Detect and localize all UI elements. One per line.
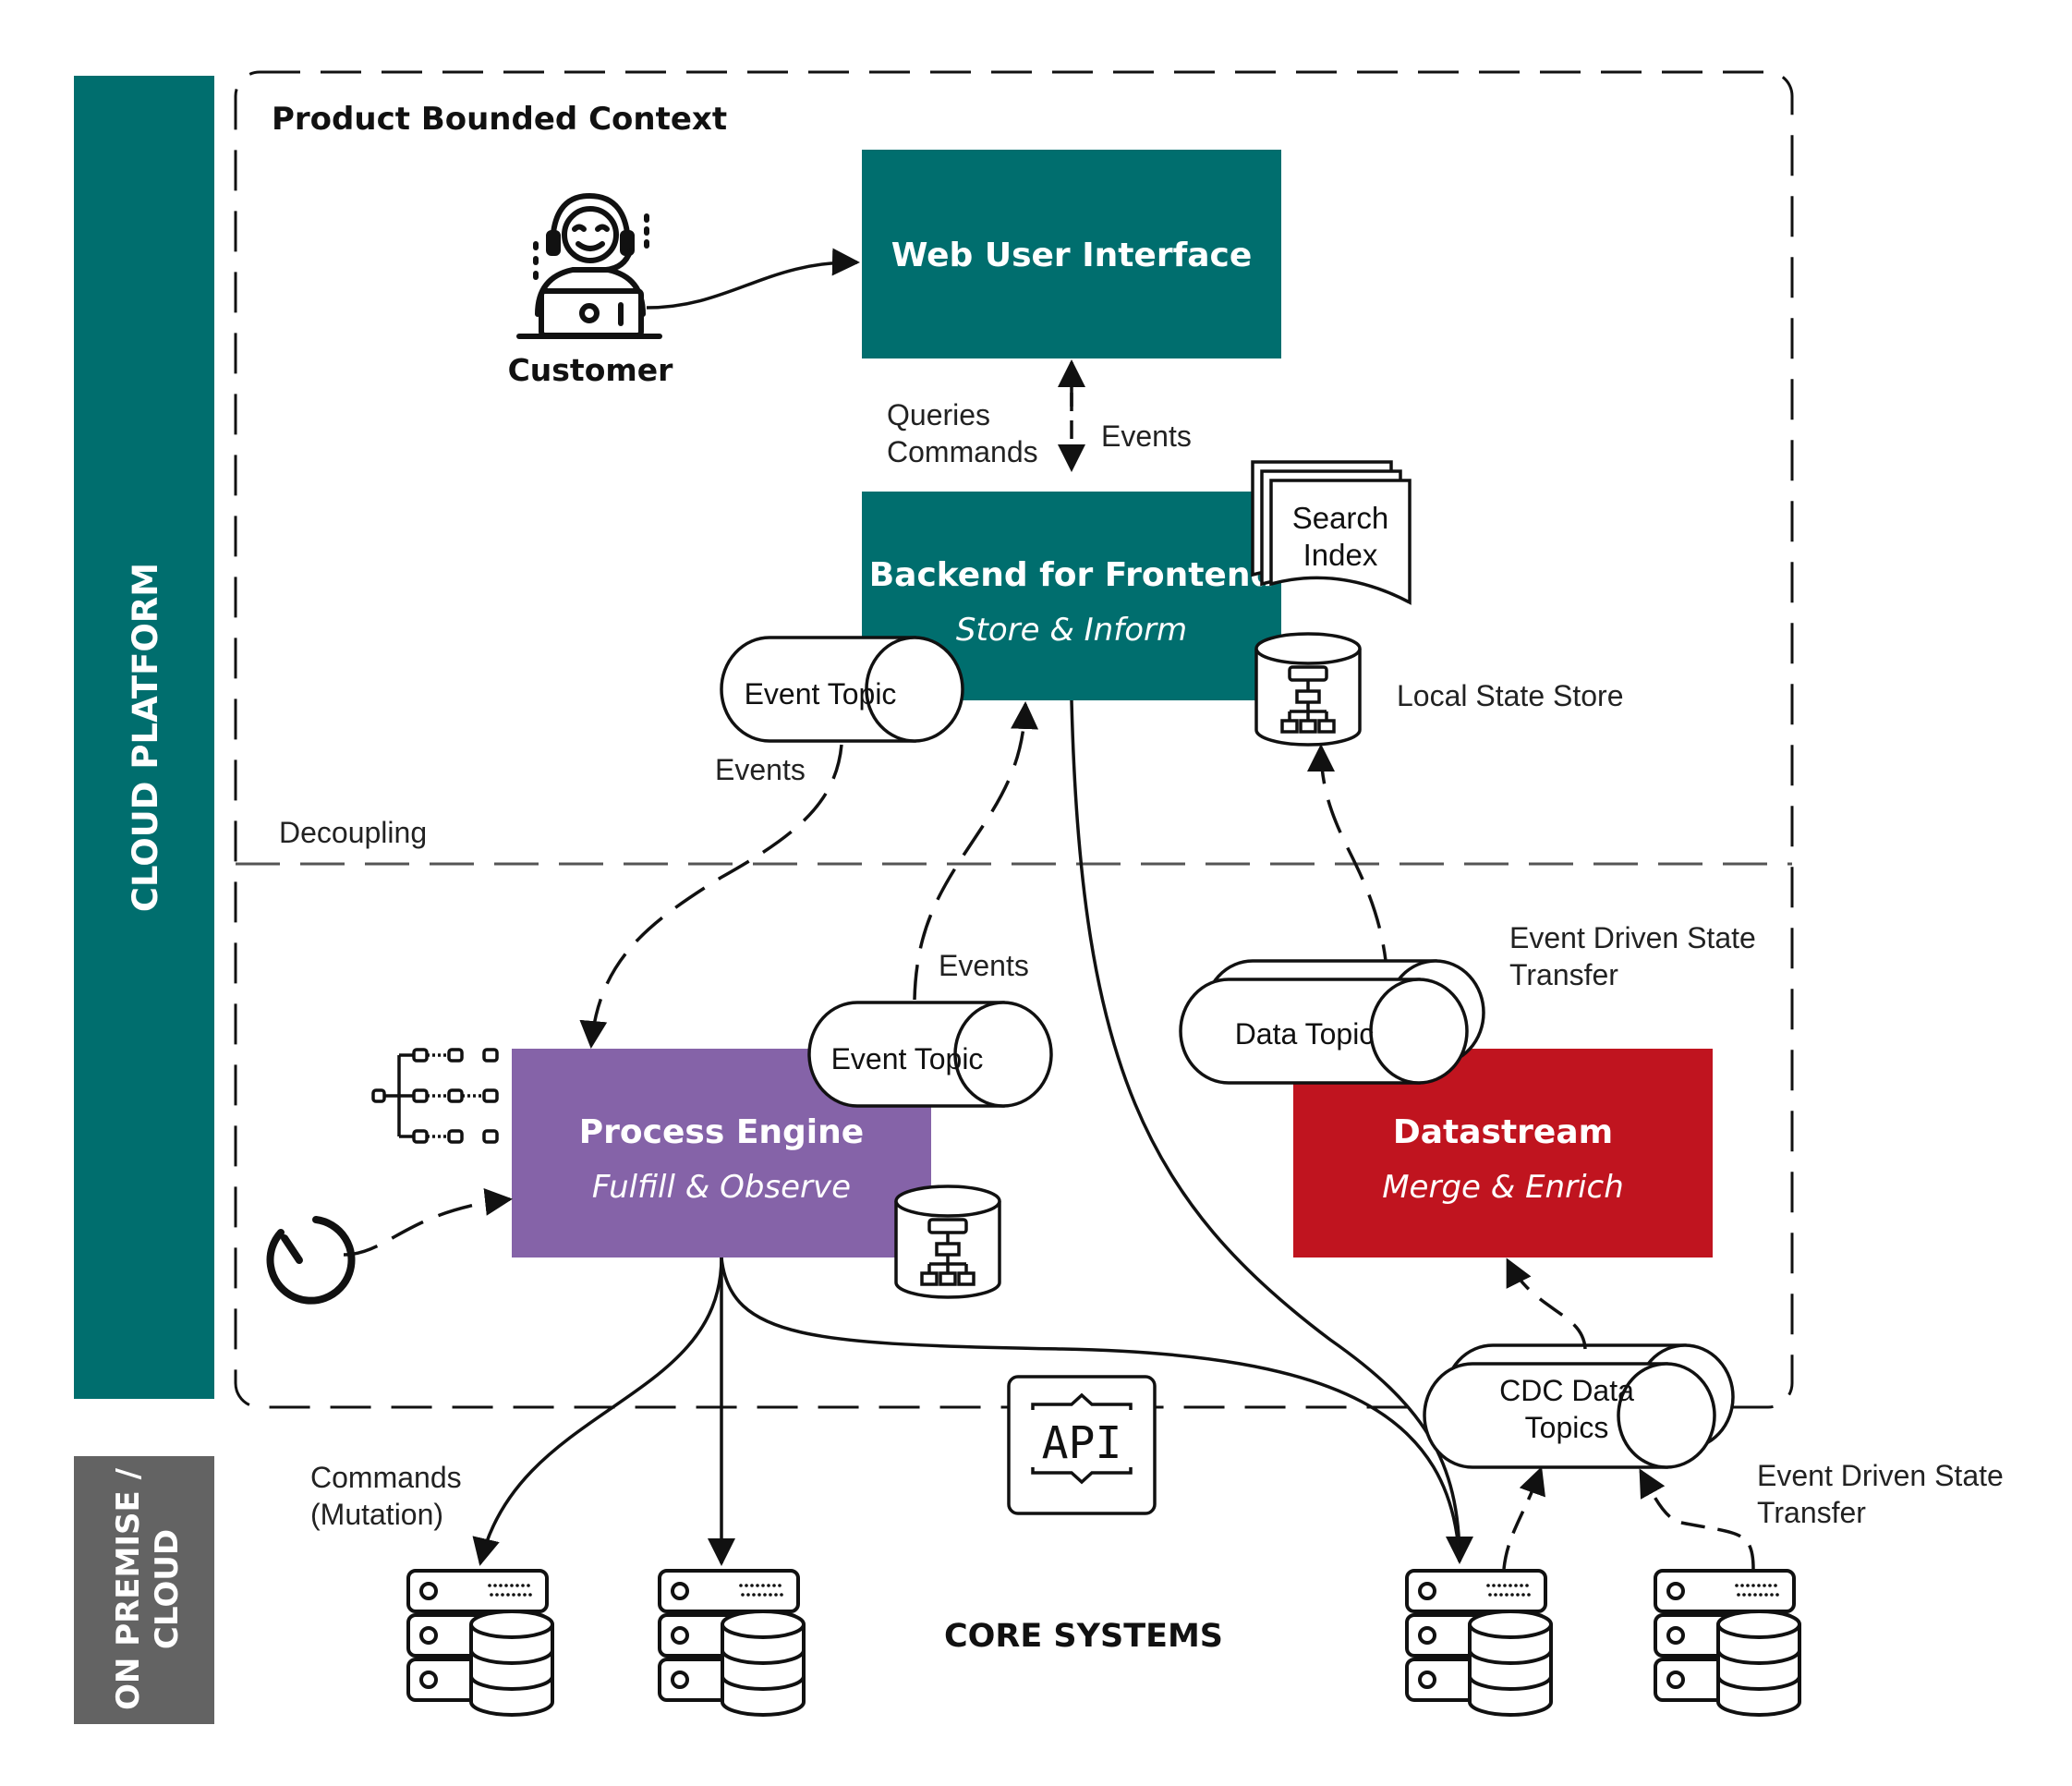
cdc-topics-line2: Topics <box>1525 1411 1609 1444</box>
timer-icon <box>266 1216 356 1305</box>
cdc-data-topics <box>1423 1343 1735 1469</box>
web-ui-box <box>862 150 1281 358</box>
commands-label: Commands <box>887 435 1038 468</box>
search-index-icon <box>1251 460 1412 605</box>
process-engine-title: Process Engine <box>579 1113 864 1151</box>
data-topic <box>1179 959 1485 1085</box>
data-topic-label: Data Topic <box>1235 1017 1375 1051</box>
local-state-store-label: Local State Store <box>1397 679 1623 712</box>
search-index-line1: Search <box>1292 501 1389 535</box>
cdc-topics-line1: CDC Data <box>1499 1374 1634 1407</box>
customer-to-webui-arrow <box>646 248 860 310</box>
topic-to-process-engine-arrow <box>579 744 843 1049</box>
api-icon <box>1007 1375 1157 1515</box>
on-premise-label-line1: ON PREMISE / <box>110 1467 147 1710</box>
edst2-line1: Event Driven State <box>1757 1459 2004 1492</box>
core-system-server-icon-2 <box>658 1569 806 1717</box>
local-state-store-icon <box>1254 632 1362 747</box>
timer-to-process-engine-arrow <box>343 1187 513 1257</box>
core-system-3-to-cdc-arrow <box>1502 1466 1545 1570</box>
customer-icon <box>516 192 662 339</box>
core-systems-label: CORE SYSTEMS <box>944 1618 1223 1655</box>
event-topic-mid-label: Event Topic <box>831 1042 984 1075</box>
cloud-platform-band <box>74 76 214 1399</box>
on-premise-label-line2: CLOUD <box>149 1529 186 1649</box>
core-system-4-to-cdc-arrow <box>1639 1468 1755 1570</box>
web-ui-title: Web User Interface <box>891 237 1253 274</box>
data-topic-to-state-store-arrow <box>1307 744 1389 980</box>
pe-to-core-system-1-arrow <box>472 1257 723 1566</box>
core-system-server-icon-4 <box>1654 1569 1801 1717</box>
events-topic-left-label: Events <box>715 753 806 786</box>
core-system-server-icon-3 <box>1405 1569 1553 1717</box>
pe-to-core-system-3-arrow <box>720 1257 1461 1562</box>
event-topic-mid <box>807 1001 1053 1108</box>
edst1-line1: Event Driven State <box>1509 921 1756 954</box>
topic-mid-to-bff-arrow <box>913 701 1039 1001</box>
search-index-line2: Index <box>1303 538 1378 572</box>
events-ui-label: Events <box>1101 419 1192 453</box>
core-system-server-icon-1 <box>406 1569 554 1717</box>
edst1-line2: Transfer <box>1509 958 1618 991</box>
process-engine-store-icon <box>894 1185 1001 1299</box>
cloud-platform-label: CLOUD PLATFORM <box>126 563 165 912</box>
event-topic-top-label: Event Topic <box>745 677 897 711</box>
event-topic-top <box>720 636 964 743</box>
decoupling-label: Decoupling <box>279 816 427 849</box>
bounded-context-title: Product Bounded Context <box>272 101 727 138</box>
workflow-icon <box>371 1048 499 1144</box>
events-topic-mid-label: Events <box>939 949 1029 982</box>
commands-mutation-line2: (Mutation) <box>310 1498 443 1531</box>
datastream-subtitle: Merge & Enrich <box>1382 1169 1624 1206</box>
edst2-line2: Transfer <box>1757 1496 1866 1529</box>
customer-label: Customer <box>508 352 674 388</box>
process-engine-subtitle: Fulfill & Observe <box>592 1169 851 1206</box>
commands-mutation-line1: Commands <box>310 1461 462 1494</box>
bff-subtitle: Store & Inform <box>956 612 1187 649</box>
datastream-title: Datastream <box>1393 1113 1613 1151</box>
bff-title: Backend for Frontend <box>869 556 1275 594</box>
queries-label: Queries <box>887 398 990 431</box>
on-premise-band <box>74 1456 214 1724</box>
api-label: API <box>1042 1417 1122 1469</box>
cdc-to-datastream-arrow <box>1506 1257 1587 1350</box>
